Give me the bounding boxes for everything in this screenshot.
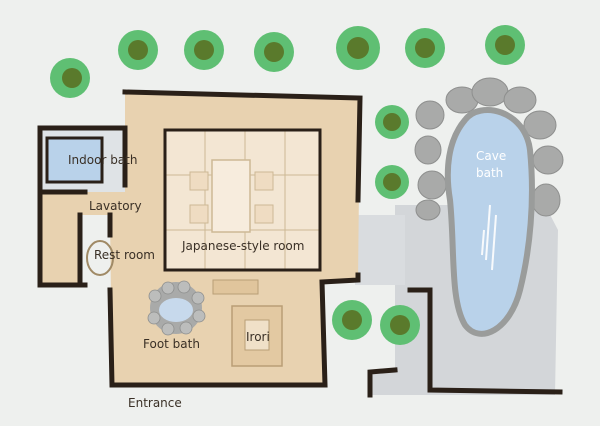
tree [375,105,409,139]
irori-step [212,279,259,295]
tree [380,305,420,345]
tree [336,26,380,70]
tree [332,300,372,340]
cave-bath-rocks [414,77,564,221]
label-irori: Irori [246,330,270,344]
tree [375,165,409,199]
label-cave-bath-line2: bath [476,166,503,180]
foot-bath [147,280,206,336]
tree [118,30,158,70]
label-cave-bath-line1: Cave [476,149,506,163]
tree [485,25,525,65]
cave-bath-water [444,107,535,337]
label-japanese-room: Japanese-style room [181,239,304,253]
label-lavatory: Lavatory [89,199,142,213]
tree [184,30,224,70]
label-rest-room: Rest room [94,248,155,262]
tree [405,28,445,68]
label-indoor-bath: Indoor bath [68,153,137,167]
floor-cushions [189,171,274,224]
walls [37,89,563,398]
tree [254,32,294,72]
stepping-area [355,215,405,285]
water-ripples [481,204,497,271]
rest-room-marker [86,240,114,276]
irori-pit [244,319,270,351]
trees [50,25,525,345]
label-entrance: Entrance [128,396,182,410]
low-table [211,159,251,233]
indoor-bath-tub [45,136,104,184]
label-foot-bath: Foot bath [143,337,200,351]
tree [50,58,90,98]
